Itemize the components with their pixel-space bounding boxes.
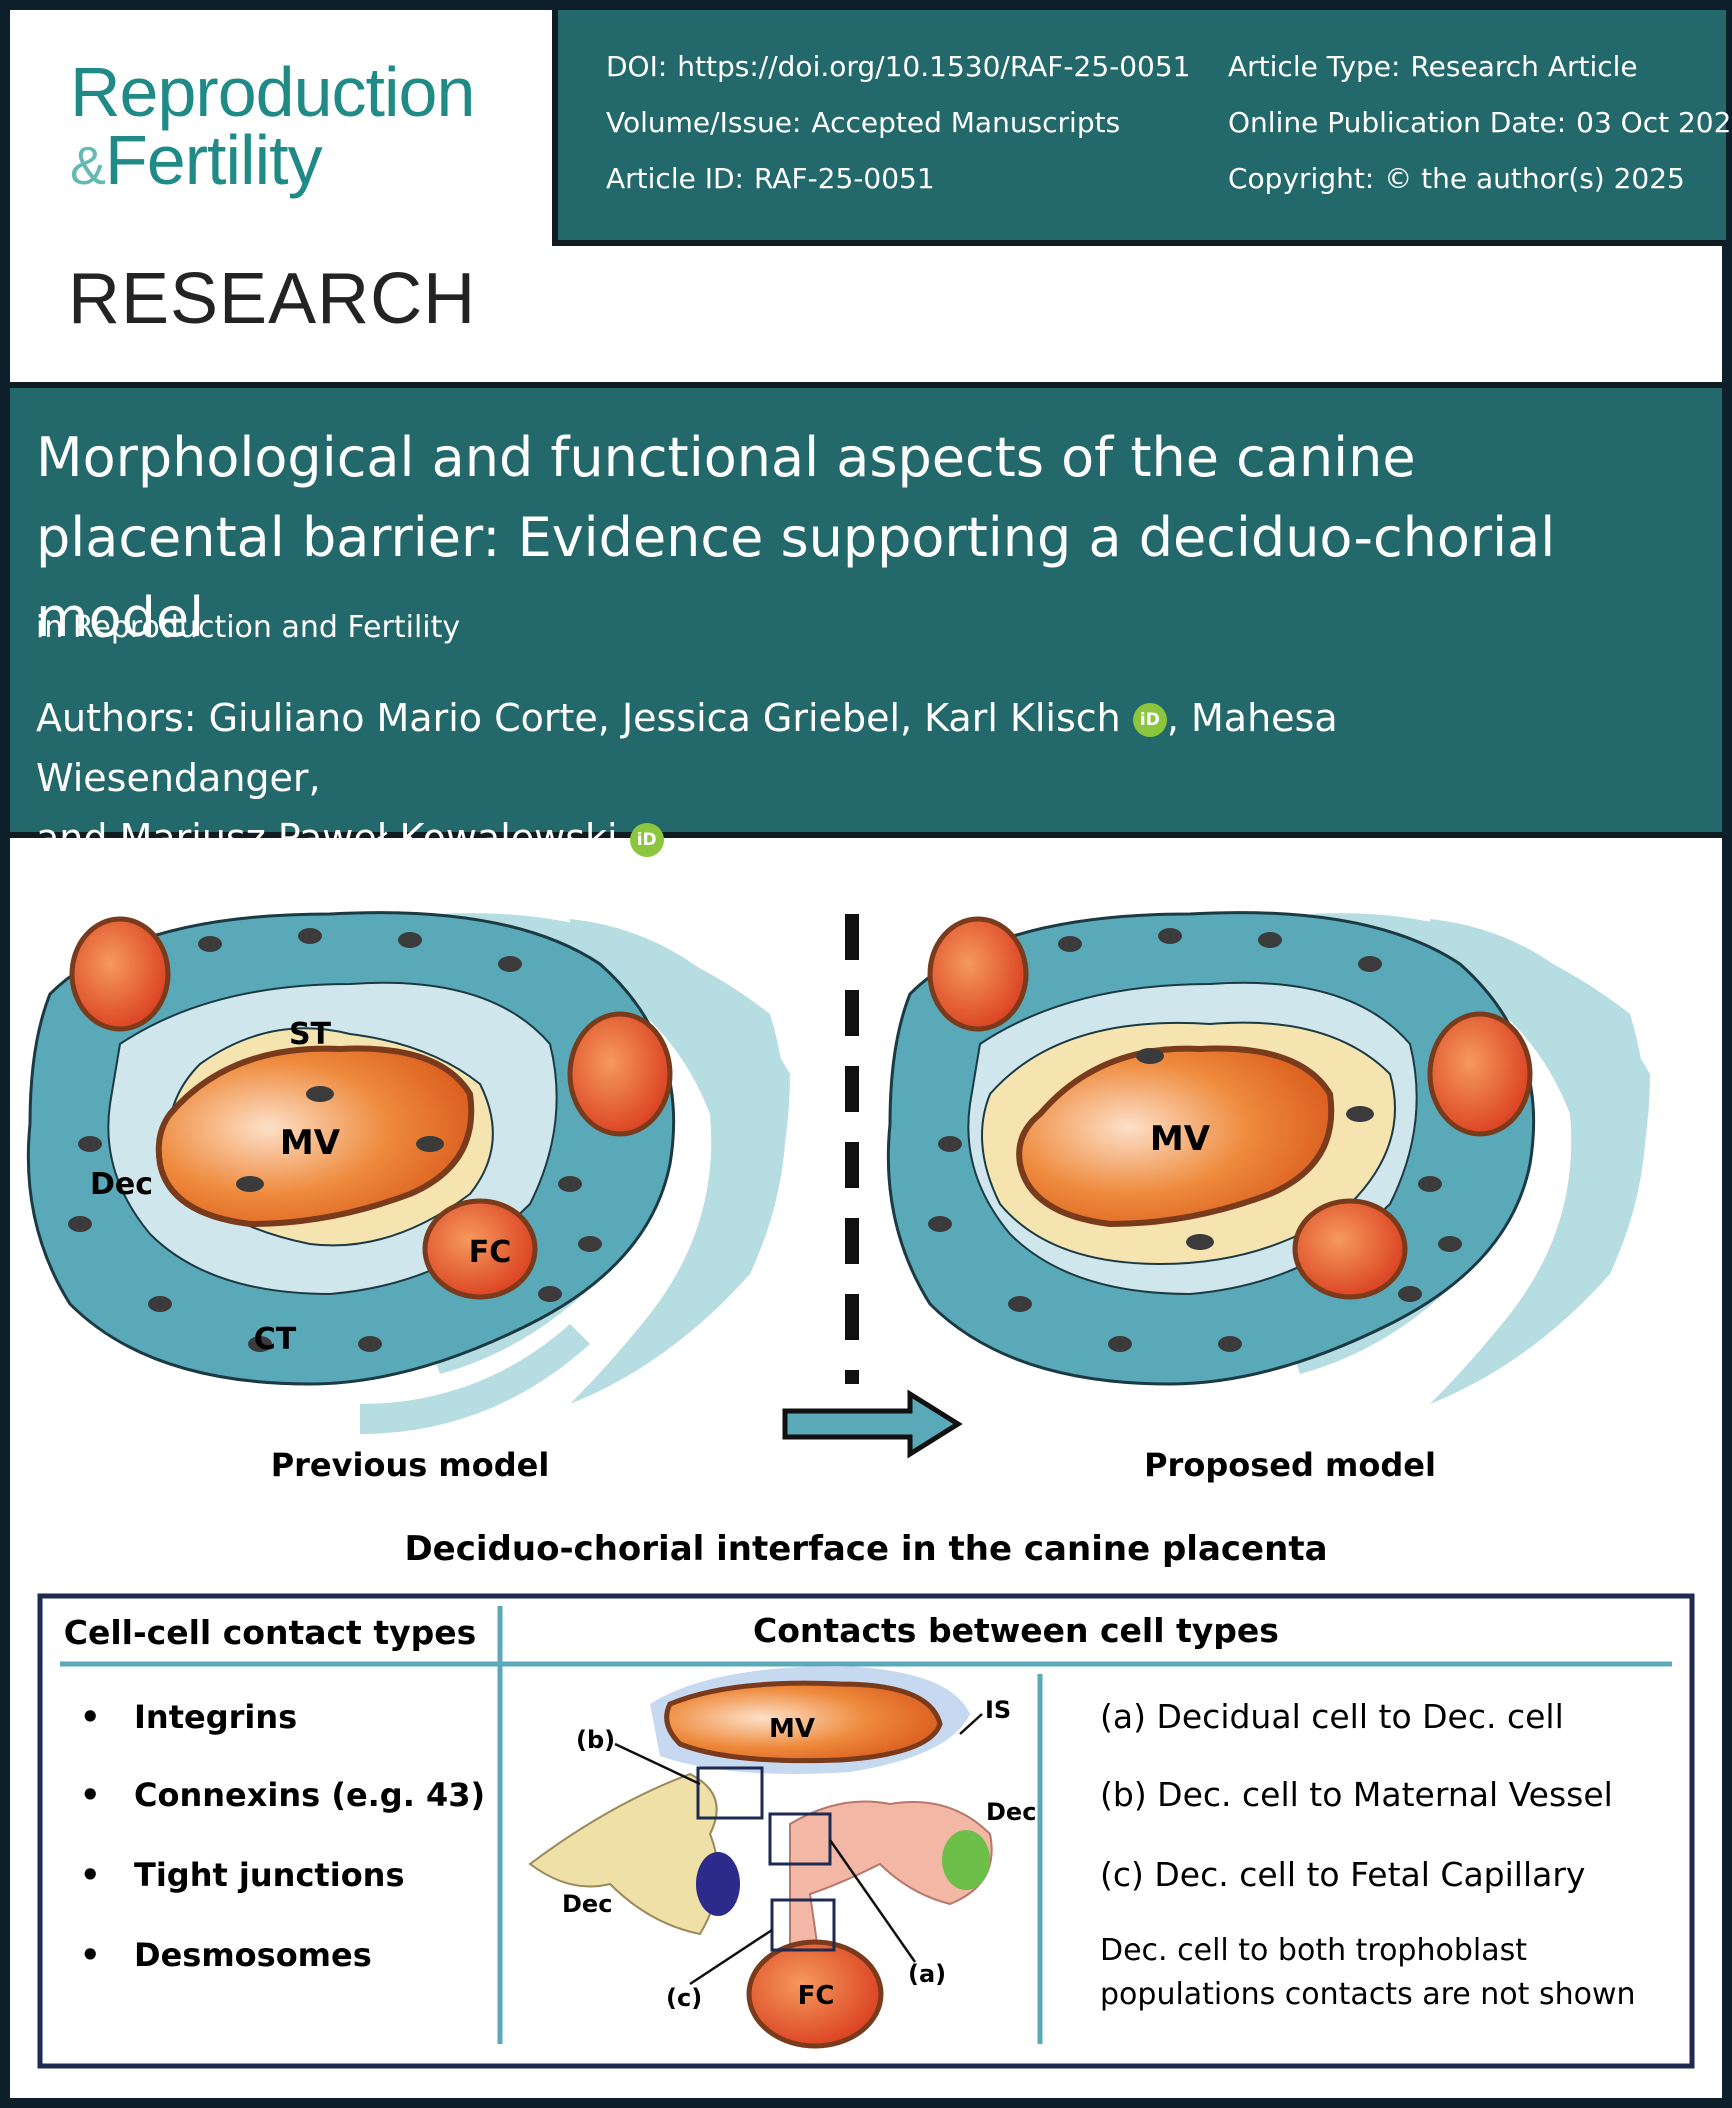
doi-row: DOI: https://doi.org/10.1530/RAF-25-0051 xyxy=(606,50,1191,83)
label-b: (b) xyxy=(576,1726,615,1754)
cell-nuclei xyxy=(68,928,602,1352)
label-dec-left: Dec xyxy=(562,1890,612,1918)
label-fc: FC xyxy=(469,1235,512,1270)
article-title: Morphological and functional aspects of … xyxy=(36,426,1556,649)
previous-model-diagram: ST MV Dec FC CT Previous model xyxy=(26,911,790,1484)
label-c: (c) xyxy=(666,1984,702,2012)
previous-model-caption: Previous model xyxy=(271,1446,550,1484)
fetal-capillary xyxy=(69,916,171,1032)
label-dec: Dec xyxy=(90,1167,153,1202)
fetal-capillary xyxy=(567,1011,673,1137)
figure-canvas: ST MV Dec FC CT Previous model xyxy=(26,911,1695,2069)
copyright-value: © the author(s) 2025 xyxy=(1384,162,1685,195)
contact-type-list: • Integrins • Connexins (e.g. 43) • Tigh… xyxy=(80,1698,485,1974)
logo-ampersand: & xyxy=(70,136,106,196)
contact-diagram: MV IS (b) Dec Dec FC (a) (c) xyxy=(528,1666,1036,2049)
label-mv: MV xyxy=(769,1714,815,1744)
contact-item-a: (a) Decidual cell to Dec. cell xyxy=(1100,1697,1564,1736)
article-id-row: Article ID: RAF-25-0051 xyxy=(606,162,935,195)
maternal-vessel xyxy=(155,1045,475,1228)
bullet: • xyxy=(80,1776,100,1814)
article-id-value: RAF-25-0051 xyxy=(753,162,935,195)
volume-row: Volume/Issue: Accepted Manuscripts xyxy=(606,106,1120,139)
label-mv: MV xyxy=(1150,1119,1211,1159)
bullet: • xyxy=(80,1856,100,1894)
contact-type-item: Integrins xyxy=(134,1698,297,1736)
note-line-1: Dec. cell to both trophoblast xyxy=(1100,1933,1527,1968)
decidual-nucleus xyxy=(696,1852,740,1916)
authors: Authors: Giuliano Mario Corte, Jessica G… xyxy=(36,688,1536,868)
metadata-panel: DOI:https://doi.org/10.1530/RAF-25-0051 … xyxy=(552,10,1732,246)
graphical-abstract: ST MV Dec FC CT Previous model xyxy=(10,844,1722,2098)
proposed-model-diagram: MV Proposed model xyxy=(886,911,1650,1484)
journal-line: in Reproduction and Fertility xyxy=(36,610,461,645)
pointer-line xyxy=(689,1928,773,1986)
contact-type-item: Tight junctions xyxy=(134,1856,405,1894)
authors-mid: , Mahesa Wiesendanger, xyxy=(36,696,1338,800)
decidual-nucleus xyxy=(942,1830,990,1890)
copyright-key: Copyright: xyxy=(1228,162,1375,195)
title-band: Morphological and functional aspects of … xyxy=(10,382,1722,860)
fetal-capillary xyxy=(746,1939,884,2049)
date-value: 03 Oct 2025 xyxy=(1576,106,1732,139)
volume-value: Accepted Manuscripts xyxy=(811,106,1121,139)
doi-key: DOI: xyxy=(606,50,668,83)
pointer-line xyxy=(828,1839,917,1963)
type-value: Research Article xyxy=(1410,50,1638,83)
contact-table: Cell-cell contact types Contacts between… xyxy=(37,1593,1695,2069)
label-dec-right: Dec xyxy=(986,1798,1036,1826)
contact-box-a xyxy=(768,1812,832,1866)
proposed-model-caption: Proposed model xyxy=(1144,1446,1436,1484)
pointer-line xyxy=(614,1742,701,1786)
maternal-vessel xyxy=(1016,1045,1335,1228)
label-a: (a) xyxy=(908,1960,946,1988)
contact-box-b xyxy=(696,1766,764,1820)
left-header: Cell-cell contact types xyxy=(64,1613,477,1652)
contact-list: (a) Decidual cell to Dec. cell (b) Dec. … xyxy=(1100,1697,1636,2012)
cell-nuclei xyxy=(928,928,1462,1352)
fetal-capillary xyxy=(927,916,1029,1032)
logo-line-1: Reproduction xyxy=(70,53,475,131)
transition-arrow-icon xyxy=(782,1389,963,1459)
volume-key: Volume/Issue: xyxy=(606,106,802,139)
authors-prefix: Authors: Giuliano Mario Corte, Jessica G… xyxy=(36,696,1121,740)
decidual-cell xyxy=(789,1800,993,1968)
right-header: Contacts between cell types xyxy=(753,1611,1279,1650)
fetal-capillary xyxy=(1427,1011,1533,1137)
bullet: • xyxy=(80,1936,100,1974)
contact-type-item: Desmosomes xyxy=(134,1936,372,1974)
copyright-row: Copyright: © the author(s) 2025 xyxy=(1228,162,1685,195)
doi-link[interactable]: https://doi.org/10.1530/RAF-25-0051 xyxy=(677,50,1191,83)
pointer-line xyxy=(959,1713,983,1735)
contact-type-item: Connexins (e.g. 43) xyxy=(134,1776,485,1814)
label-ct: CT xyxy=(254,1322,297,1357)
label-st: ST xyxy=(289,1017,332,1052)
fetal-capillary xyxy=(1292,1198,1408,1300)
article-id-key: Article ID: xyxy=(606,162,744,195)
interface-title: Deciduo-chorial interface in the canine … xyxy=(404,1529,1327,1569)
label-mv: MV xyxy=(280,1123,341,1163)
contact-item-c: (c) Dec. cell to Fetal Capillary xyxy=(1100,1855,1585,1894)
fetal-capillary xyxy=(422,1198,538,1300)
type-key: Article Type: xyxy=(1228,50,1401,83)
maternal-vessel xyxy=(664,1680,943,1764)
label-is: IS xyxy=(985,1696,1011,1724)
contact-item-b: (b) Dec. cell to Maternal Vessel xyxy=(1100,1775,1613,1814)
label-fc: FC xyxy=(798,1981,835,2011)
logo-line-2: Fertility xyxy=(105,121,323,199)
bullet: • xyxy=(80,1698,100,1736)
orcid-icon[interactable]: iD xyxy=(629,823,664,857)
date-row: Online Publication Date: 03 Oct 2025 xyxy=(1228,106,1732,139)
section-label: RESEARCH xyxy=(68,259,477,339)
note-line-2: populations contacts are not shown xyxy=(1100,1977,1636,2012)
date-key: Online Publication Date: xyxy=(1228,106,1567,139)
type-row: Article Type: Research Article xyxy=(1228,50,1638,83)
journal-logo: Reproduction &Fertility xyxy=(70,53,475,200)
poster-page: Reproduction &Fertility RESEARCH DOI: htt… xyxy=(10,10,1732,2098)
authors-end: and Mariusz Paweł Kowalewski xyxy=(36,816,618,860)
orcid-icon[interactable]: iD xyxy=(1132,703,1167,737)
contact-box-c xyxy=(770,1898,836,1952)
